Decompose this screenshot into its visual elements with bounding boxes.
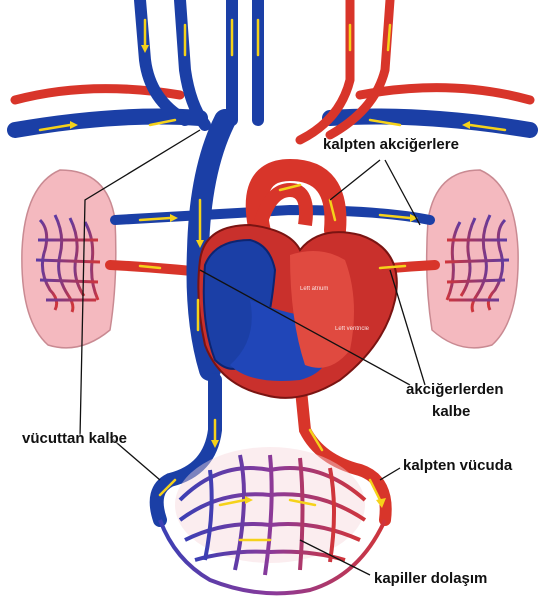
flow-arrows: [38, 18, 507, 542]
systemic-capillaries: [158, 447, 387, 596]
leader-lines: [79, 129, 426, 576]
upper-vessels: [7, 0, 538, 145]
label-heart-to-lungs: kalpten akciğerlere: [323, 136, 459, 153]
label-lungs-to-heart-line1: akciğerlerden: [406, 381, 504, 398]
label-body-to-heart: vücuttan kalbe: [22, 430, 128, 447]
svg-text:Left ventricle: Left ventricle: [335, 326, 370, 332]
label-lungs-to-heart-line2: kalbe: [432, 403, 471, 420]
label-capillary-circulation: kapiller dolaşım: [374, 570, 488, 587]
svg-text:Left atrium: Left atrium: [300, 286, 328, 292]
left-lung-capillaries: [35, 214, 101, 313]
right-lung: [425, 169, 519, 349]
heart: Left atrium Left ventricle: [197, 182, 398, 399]
label-heart-to-body: kalpten vücuda: [403, 457, 513, 474]
left-lung: [21, 169, 117, 349]
right-lung-capillaries: [444, 214, 510, 313]
arrow-heads: [70, 45, 470, 508]
